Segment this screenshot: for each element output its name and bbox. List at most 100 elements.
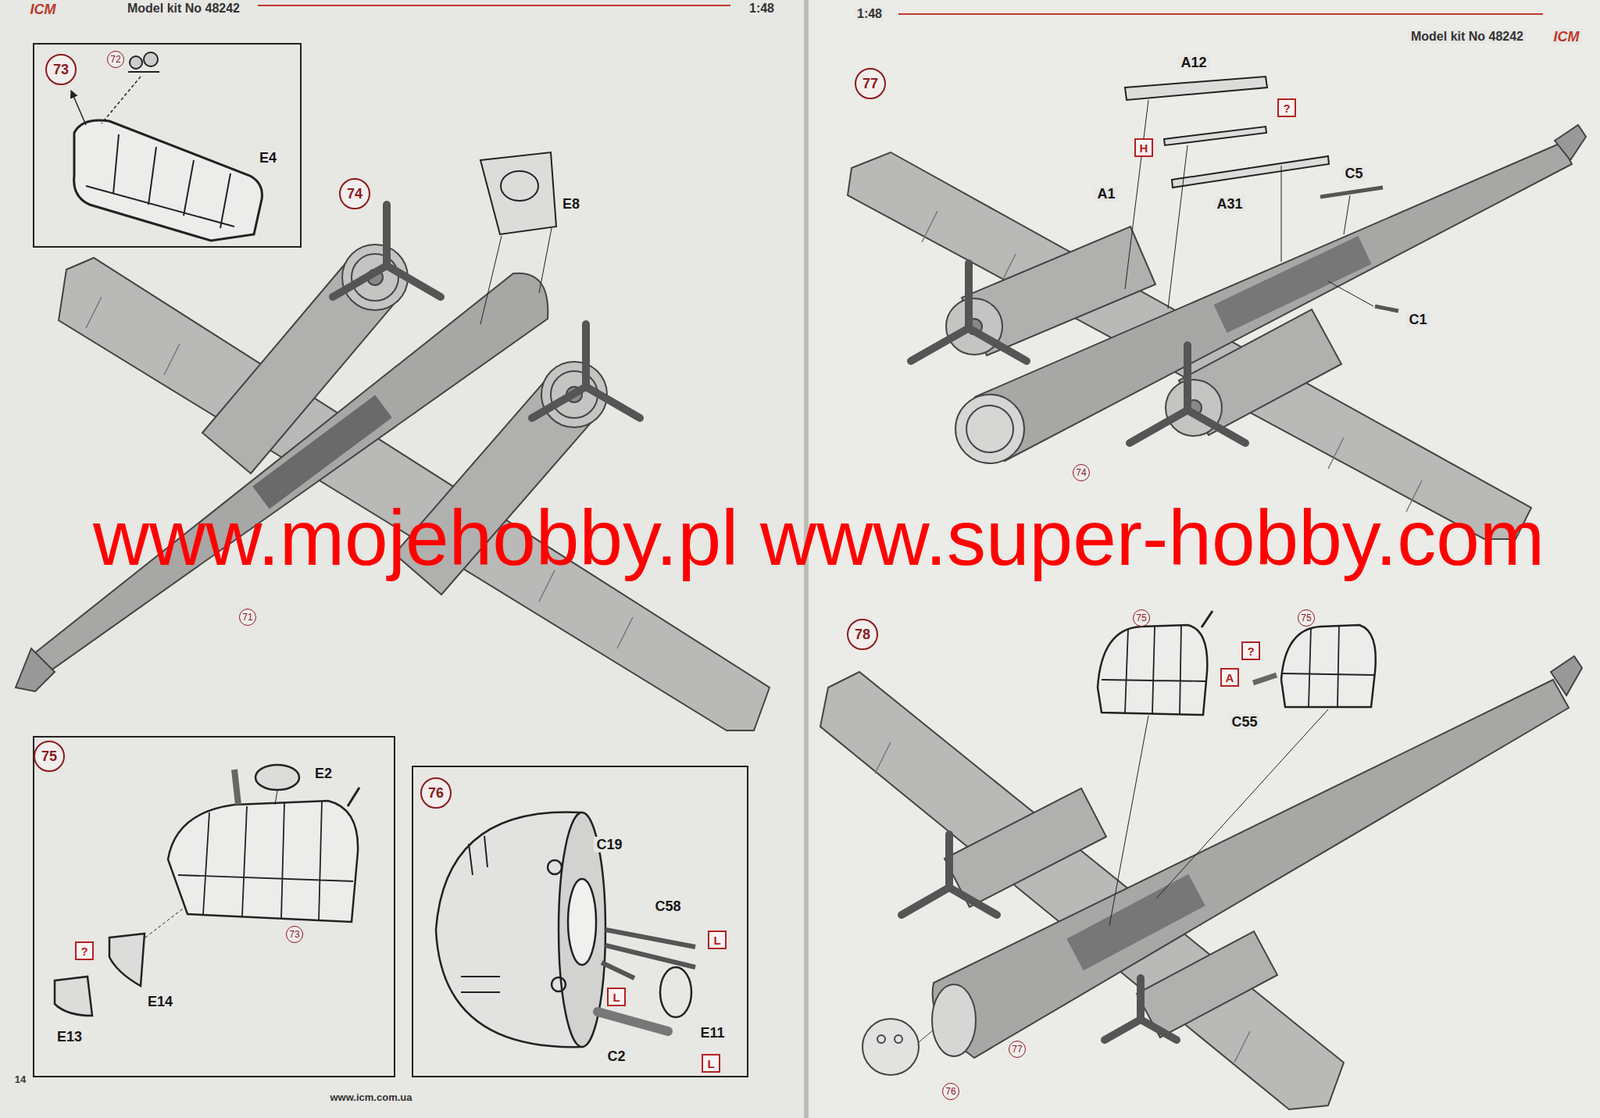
canopy-part: [54, 976, 93, 1016]
scale-text: 1:48: [854, 7, 885, 22]
propeller: [945, 834, 954, 888]
node-text: 76: [428, 785, 444, 800]
website-text: www.icm.com.ua: [328, 1091, 415, 1104]
propeller: [1104, 1019, 1141, 1040]
part-label: E4: [257, 150, 279, 167]
node-text: 74: [346, 186, 363, 201]
canopy-part: [1097, 610, 1376, 926]
part-label: E14: [145, 993, 175, 1011]
canopy-part: [275, 790, 278, 805]
aircraft: [966, 405, 1014, 453]
propeller: [968, 328, 1027, 361]
aircraft: [932, 679, 1569, 1058]
aircraft: [1554, 125, 1586, 161]
part-label: E13: [54, 1028, 85, 1046]
callout-number: 77: [1008, 1040, 1026, 1058]
assembly-arrow: [71, 90, 86, 125]
canopy-part: [1253, 675, 1277, 683]
aircraft: [351, 253, 399, 301]
canopy-frame: [74, 120, 263, 241]
node-text: 78: [854, 627, 871, 642]
canopy-part: [109, 933, 145, 986]
nose-part: [601, 962, 635, 979]
aircraft: [820, 656, 1583, 1110]
callout-number: 74: [1072, 464, 1090, 482]
small-parts: [1320, 187, 1383, 197]
propeller: [1183, 345, 1192, 411]
assembly-arrow: [101, 76, 141, 124]
aircraft: [1220, 250, 1365, 319]
nose-part: [547, 860, 562, 875]
part-label: C5: [1342, 165, 1365, 183]
step-number: 75: [33, 740, 65, 772]
small-parts: [1375, 306, 1399, 311]
nose-part: [660, 967, 692, 1018]
header-rule: [257, 4, 731, 7]
small-parts: [1171, 156, 1329, 188]
propeller: [585, 386, 640, 418]
marker-box: L: [607, 987, 626, 1007]
aircraft: [342, 244, 408, 311]
windscreen-part: [480, 152, 557, 235]
canopy-part: [145, 906, 186, 938]
aircraft: [1136, 931, 1278, 1038]
node-text: L: [612, 991, 620, 1004]
nose-part: [551, 977, 566, 992]
part-label: C2: [604, 1048, 628, 1065]
propeller: [1140, 1019, 1177, 1040]
part-label: A31: [1214, 196, 1245, 213]
brand-logo: ICM: [1551, 28, 1583, 46]
part-label: C1: [1406, 311, 1429, 329]
aircraft: [85, 296, 633, 649]
small-parts: [1167, 145, 1188, 309]
aircraft: [894, 1035, 903, 1043]
canopy-frame: [85, 134, 235, 229]
step-frame: [412, 766, 748, 1077]
step-number: 74: [339, 178, 371, 210]
scale-text: 1:48: [746, 1, 777, 17]
canopy-part: [1101, 625, 1206, 715]
windscreen-part: [480, 235, 502, 325]
nose-part: [605, 929, 696, 947]
header-rule: [898, 13, 1543, 15]
node-text: 73: [53, 62, 69, 77]
canopy-part: [1109, 715, 1149, 926]
canopy-part: [1282, 625, 1375, 708]
aircraft: [1550, 656, 1583, 696]
node-text: ?: [1282, 102, 1290, 115]
canopy-part: [178, 801, 354, 921]
propeller: [1129, 410, 1188, 443]
propeller: [910, 328, 969, 361]
windscreen-part: [500, 171, 539, 201]
step-frame: [33, 736, 395, 1077]
step-number: 73: [45, 53, 77, 86]
step-number: 78: [846, 618, 879, 650]
part-label: A12: [1178, 54, 1209, 72]
small-parts: [1164, 126, 1267, 146]
canopy-part: [1201, 610, 1213, 628]
small-parts: [1125, 76, 1399, 311]
propeller: [382, 204, 391, 266]
callout-number: 75: [1132, 609, 1150, 627]
aircraft: [1075, 889, 1197, 955]
aircraft: [15, 648, 55, 692]
small-parts: [1328, 281, 1374, 307]
watermark: www.mojehobby.pl www.super-hobby.com: [92, 496, 1545, 579]
callout-number: 73: [285, 925, 304, 943]
header-text: Model kit No 48242: [1408, 29, 1526, 45]
aircraft: [955, 394, 1025, 464]
callout-number: 76: [942, 1082, 960, 1100]
propeller: [386, 265, 441, 297]
propeller: [332, 204, 640, 418]
canopy-frame: [74, 120, 263, 241]
nose-part: [605, 945, 696, 968]
node-text: L: [707, 1057, 715, 1070]
aircraft: [932, 984, 976, 1057]
gunsight-part: [128, 71, 160, 73]
propeller: [332, 265, 387, 297]
header-text: Model kit No 48242: [125, 1, 243, 17]
marker-box: ?: [1277, 98, 1297, 118]
node-text: 75: [1300, 613, 1311, 623]
